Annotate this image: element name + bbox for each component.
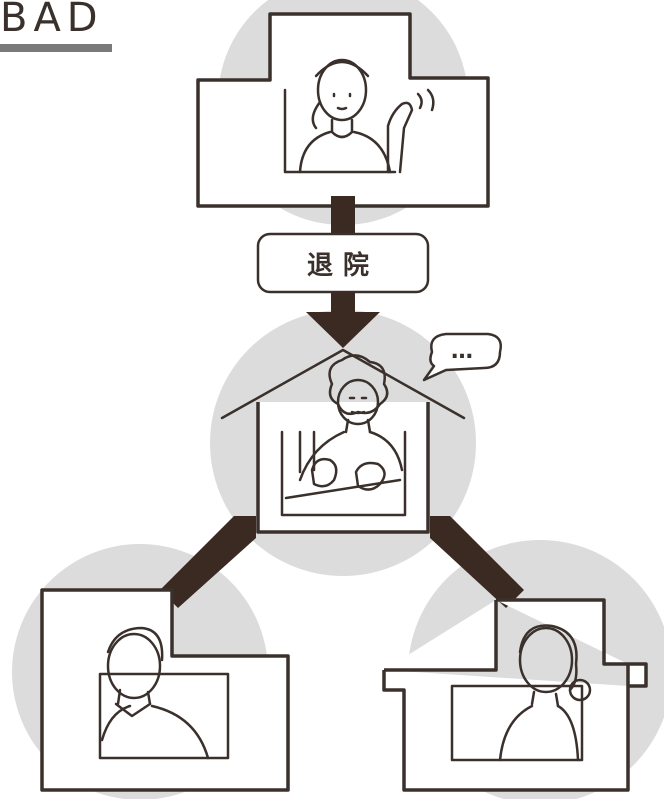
family-home-right-window xyxy=(450,684,584,762)
node-family-home-right xyxy=(382,598,648,792)
heading-underline xyxy=(0,44,112,52)
speech-bubble-icon: … xyxy=(422,332,502,382)
node-home xyxy=(220,348,466,534)
down-arrow-icon xyxy=(306,292,380,348)
family-home-left-frame xyxy=(40,588,290,792)
connector-bar xyxy=(331,196,355,236)
discharge-label: 退院 xyxy=(307,250,379,281)
man-figure xyxy=(100,626,210,760)
heading-title: BAD xyxy=(0,0,104,41)
speech-bubble-text: … xyxy=(451,339,473,364)
patient-waving-figure xyxy=(298,58,435,174)
elderly-patient-figure xyxy=(284,354,404,500)
family-home-left-window xyxy=(98,672,230,760)
woman-figure xyxy=(498,624,592,762)
home-roof-line xyxy=(220,348,466,420)
home-wall-left xyxy=(280,430,407,517)
hospital-room-window xyxy=(283,88,397,174)
family-home-right-frame xyxy=(382,598,648,792)
up-left-arrow-icon xyxy=(430,516,524,608)
up-right-arrow-icon xyxy=(160,516,256,608)
node-family-home-left xyxy=(40,588,290,792)
node-hospital-room xyxy=(196,12,490,208)
discharge-label-box: 退院 xyxy=(256,232,430,294)
